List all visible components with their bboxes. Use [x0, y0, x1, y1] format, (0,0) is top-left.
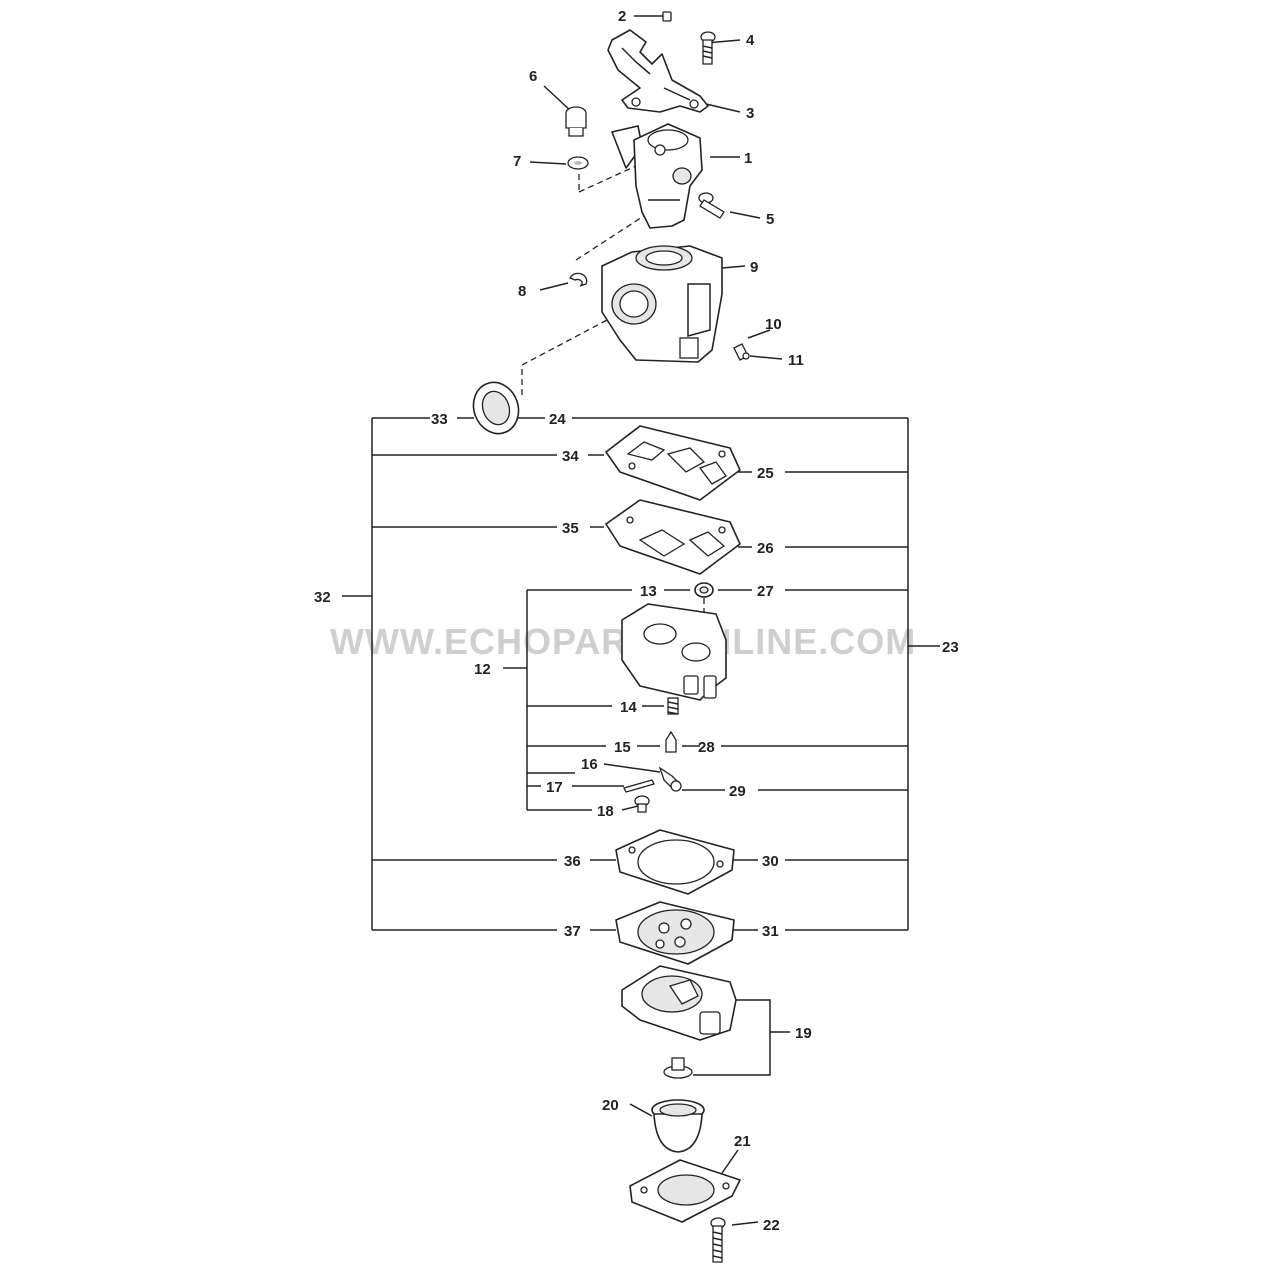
- callout-28: 28: [698, 739, 715, 756]
- throttle-lever-part: [607, 29, 709, 113]
- callout-13: 13: [640, 583, 657, 600]
- callout-8: 8: [518, 283, 526, 300]
- callout-23: 23: [942, 639, 959, 656]
- idle-screw-part: [733, 343, 750, 361]
- needle-part: [665, 730, 677, 753]
- callout-18: 18: [597, 803, 614, 820]
- callout-36: 36: [564, 853, 581, 870]
- callout-25: 25: [757, 465, 774, 482]
- long-screw-part: [710, 1217, 726, 1263]
- gasket-plate-lower: [605, 499, 741, 575]
- primer-bulb-part: [651, 1099, 705, 1153]
- ring-gasket-part: [472, 381, 520, 435]
- callout-34: 34: [562, 448, 579, 465]
- callout-4: 4: [746, 32, 755, 49]
- callout-35: 35: [562, 520, 579, 537]
- callout-1: 1: [744, 150, 752, 167]
- callout-19: 19: [795, 1025, 812, 1042]
- screw-part-top: [700, 31, 716, 65]
- callout-16: 16: [581, 756, 598, 773]
- screw-part-side: [698, 192, 725, 219]
- gasket-plate-upper: [605, 425, 741, 501]
- metering-lever-part: [658, 766, 682, 792]
- plug-part: [565, 106, 587, 137]
- callout-9: 9: [750, 259, 758, 276]
- callout-7: 7: [513, 153, 521, 170]
- lever-pin-part: [623, 779, 655, 793]
- metering-body-part: [621, 603, 727, 701]
- bracket-lines: [342, 417, 940, 1076]
- callout-labels: 1 2 3 4 5 6 7 8 9 10 11 12 13 14 15 16 1…: [314, 8, 959, 1234]
- callout-11: 11: [788, 352, 804, 369]
- metering-cover-part: [621, 965, 737, 1041]
- clip-part: [569, 272, 588, 287]
- callout-20: 20: [602, 1097, 619, 1114]
- screen-part: [694, 582, 714, 598]
- callout-6: 6: [529, 68, 537, 85]
- callout-26: 26: [757, 540, 774, 557]
- callout-3: 3: [746, 105, 754, 122]
- callout-10: 10: [765, 316, 782, 333]
- callout-37: 37: [564, 923, 581, 940]
- callout-15: 15: [614, 739, 631, 756]
- small-screw-part: [634, 795, 650, 813]
- callout-17: 17: [546, 779, 563, 796]
- leader-lines: [457, 15, 783, 1226]
- diaphragm-gasket-part: [615, 829, 735, 895]
- throttle-body-part: [611, 123, 703, 229]
- callout-12: 12: [474, 661, 491, 678]
- spring-part: [667, 697, 679, 715]
- callout-31: 31: [762, 923, 779, 940]
- check-valve-part: [663, 1057, 693, 1079]
- callout-29: 29: [729, 783, 746, 800]
- diaphragm-part: [615, 901, 735, 965]
- primer-retainer-part: [629, 1159, 741, 1223]
- callout-21: 21: [734, 1133, 751, 1150]
- callout-27: 27: [757, 583, 774, 600]
- callout-22: 22: [763, 1217, 780, 1234]
- callout-33: 33: [431, 411, 448, 428]
- pin-part: [662, 11, 672, 22]
- callout-2: 2: [618, 8, 626, 25]
- callout-24: 24: [549, 411, 566, 428]
- callout-5: 5: [766, 211, 774, 228]
- callout-32: 32: [314, 589, 331, 606]
- callout-14: 14: [620, 699, 637, 716]
- washer-part: [567, 156, 589, 170]
- carburetor-body-part: [601, 245, 723, 363]
- callout-30: 30: [762, 853, 779, 870]
